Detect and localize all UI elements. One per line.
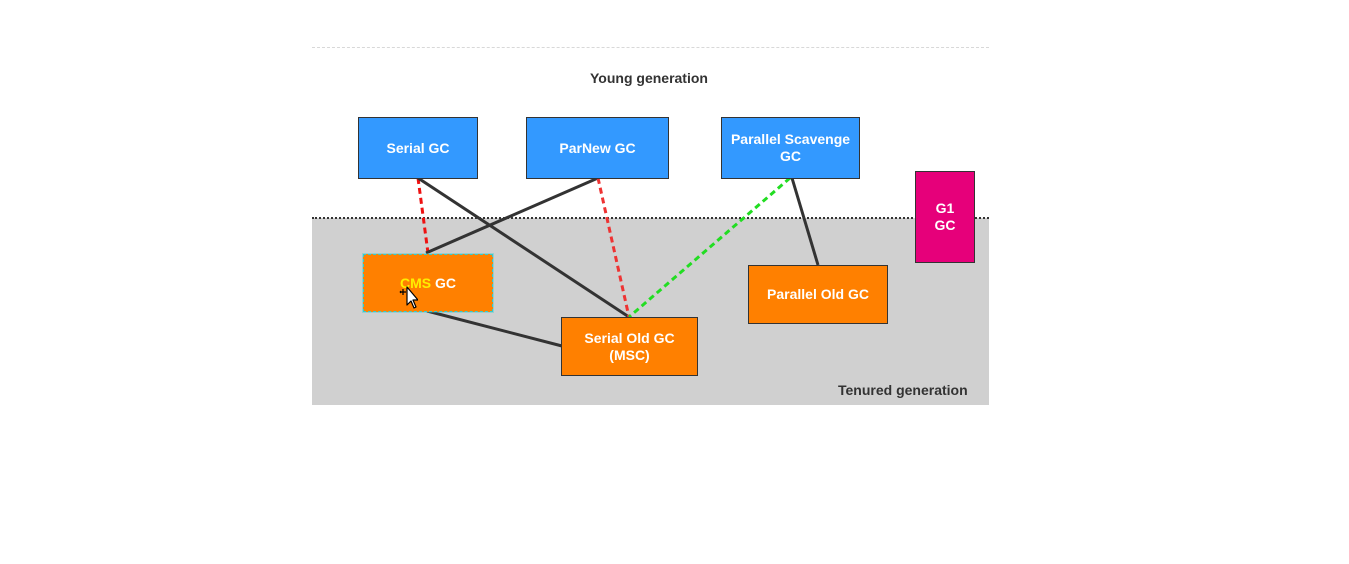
connector-cms-serialold xyxy=(426,309,563,348)
g1-gc-box[interactable]: G1 GC xyxy=(915,171,975,263)
cms-gc-label-rest: GC xyxy=(431,274,456,291)
parallel-old-gc-label: Parallel Old GC xyxy=(767,286,869,302)
tenured-generation-label: Tenured generation xyxy=(838,382,968,398)
generation-divider xyxy=(312,217,989,219)
top-rule xyxy=(312,47,989,48)
connector-serial-cms xyxy=(416,177,430,254)
serial-old-gc-label-line2: (MSC) xyxy=(609,346,650,363)
cms-gc-label: CMS GC xyxy=(400,275,456,292)
g1-gc-label-line2: GC xyxy=(934,217,956,233)
young-generation-label: Young generation xyxy=(590,70,708,86)
parnew-gc-box[interactable]: ParNew GC xyxy=(526,117,669,179)
connector-scavenge-parallelold xyxy=(790,177,820,266)
connector-parnew-cms xyxy=(425,176,599,255)
connector-scavenge-serialold xyxy=(628,176,791,319)
cms-gc-label-highlight: CMS xyxy=(399,274,432,291)
connector-serial-serialold xyxy=(417,176,630,319)
parallel-old-gc-box[interactable]: Parallel Old GC xyxy=(748,265,888,324)
cms-gc-box[interactable]: CMS GC xyxy=(363,254,493,312)
serial-gc-box[interactable]: Serial GC xyxy=(358,117,478,179)
parallel-scavenge-label-line1: Parallel Scavenge xyxy=(730,131,851,147)
g1-gc-label-line1: G1 xyxy=(935,200,955,216)
serial-old-gc-box[interactable]: Serial Old GC (MSC) xyxy=(561,317,698,376)
connector-parnew-serialold xyxy=(596,177,631,318)
parallel-scavenge-label-line2: GC xyxy=(779,148,801,164)
parallel-scavenge-gc-box[interactable]: Parallel Scavenge GC xyxy=(721,117,860,179)
parnew-gc-label: ParNew GC xyxy=(559,139,636,156)
serial-old-gc-label-line1: Serial Old GC xyxy=(584,329,675,346)
serial-gc-label: Serial GC xyxy=(386,139,450,156)
